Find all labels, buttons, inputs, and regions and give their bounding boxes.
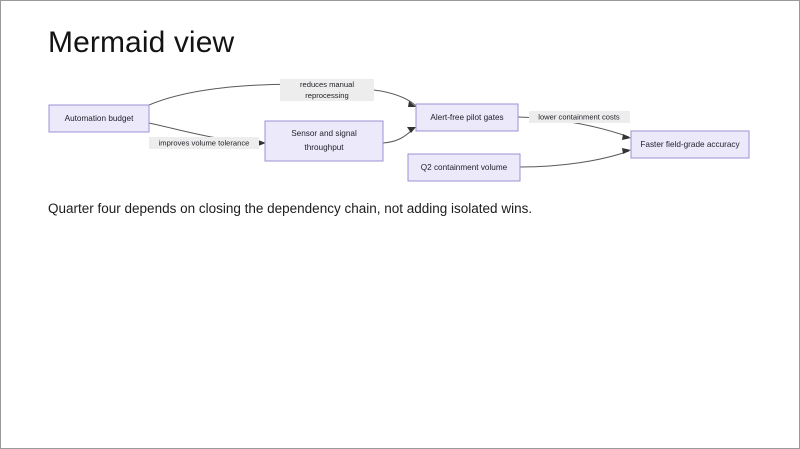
node-faster-field-grade-accuracy[interactable]: Faster field-grade accuracy [630, 130, 750, 159]
edge-q2-to-accuracy [519, 148, 631, 168]
edge-label-background [529, 111, 630, 123]
edge-path [519, 150, 630, 168]
edge-label-line-1: lower containment costs [538, 113, 620, 122]
edge-label-reduces-manual-reprocessing: reduces manual reprocessing [280, 79, 374, 101]
node-box[interactable] [264, 120, 384, 162]
arrow-head-icon [622, 134, 631, 140]
mermaid-diagram: reduces manual reprocessing improves vol… [1, 71, 799, 191]
edge-label-background [280, 79, 374, 101]
edge-throughput-to-gates [382, 127, 416, 144]
edge-label-line-1: improves volume tolerance [159, 139, 250, 148]
edge-label-lower-containment-costs: lower containment costs [529, 111, 630, 123]
edge-label-line-2: reprocessing [305, 91, 348, 100]
node-box[interactable] [415, 103, 519, 132]
edge-label-improves-volume-tolerance: improves volume tolerance [149, 137, 259, 149]
arrow-head-icon [407, 127, 416, 133]
node-label: Q2 containment volume [421, 163, 508, 172]
arrow-head-icon [408, 101, 416, 107]
arrow-head-icon [622, 148, 631, 154]
node-automation-budget[interactable]: Automation budget [48, 104, 150, 133]
node-label-line-2: throughput [304, 143, 344, 152]
node-label: Faster field-grade accuracy [640, 140, 740, 149]
slide-caption: Quarter four depends on closing the depe… [48, 201, 533, 216]
node-box[interactable] [48, 104, 150, 133]
node-box[interactable] [630, 130, 750, 159]
node-label: Automation budget [65, 114, 134, 123]
node-label: Alert-free pilot gates [430, 113, 503, 122]
edge-label-line-1: reduces manual [300, 80, 354, 89]
node-label-line-1: Sensor and signal [291, 129, 357, 138]
edge-path [382, 128, 414, 144]
node-q2-containment-volume[interactable]: Q2 containment volume [407, 153, 521, 182]
arrow-head-icon [258, 140, 266, 146]
node-box[interactable] [407, 153, 521, 182]
node-alert-free-pilot-gates[interactable]: Alert-free pilot gates [415, 103, 519, 132]
edge-label-background [149, 137, 259, 149]
node-sensor-signal-throughput[interactable]: Sensor and signal throughput [264, 120, 384, 162]
page-title: Mermaid view [48, 26, 235, 59]
